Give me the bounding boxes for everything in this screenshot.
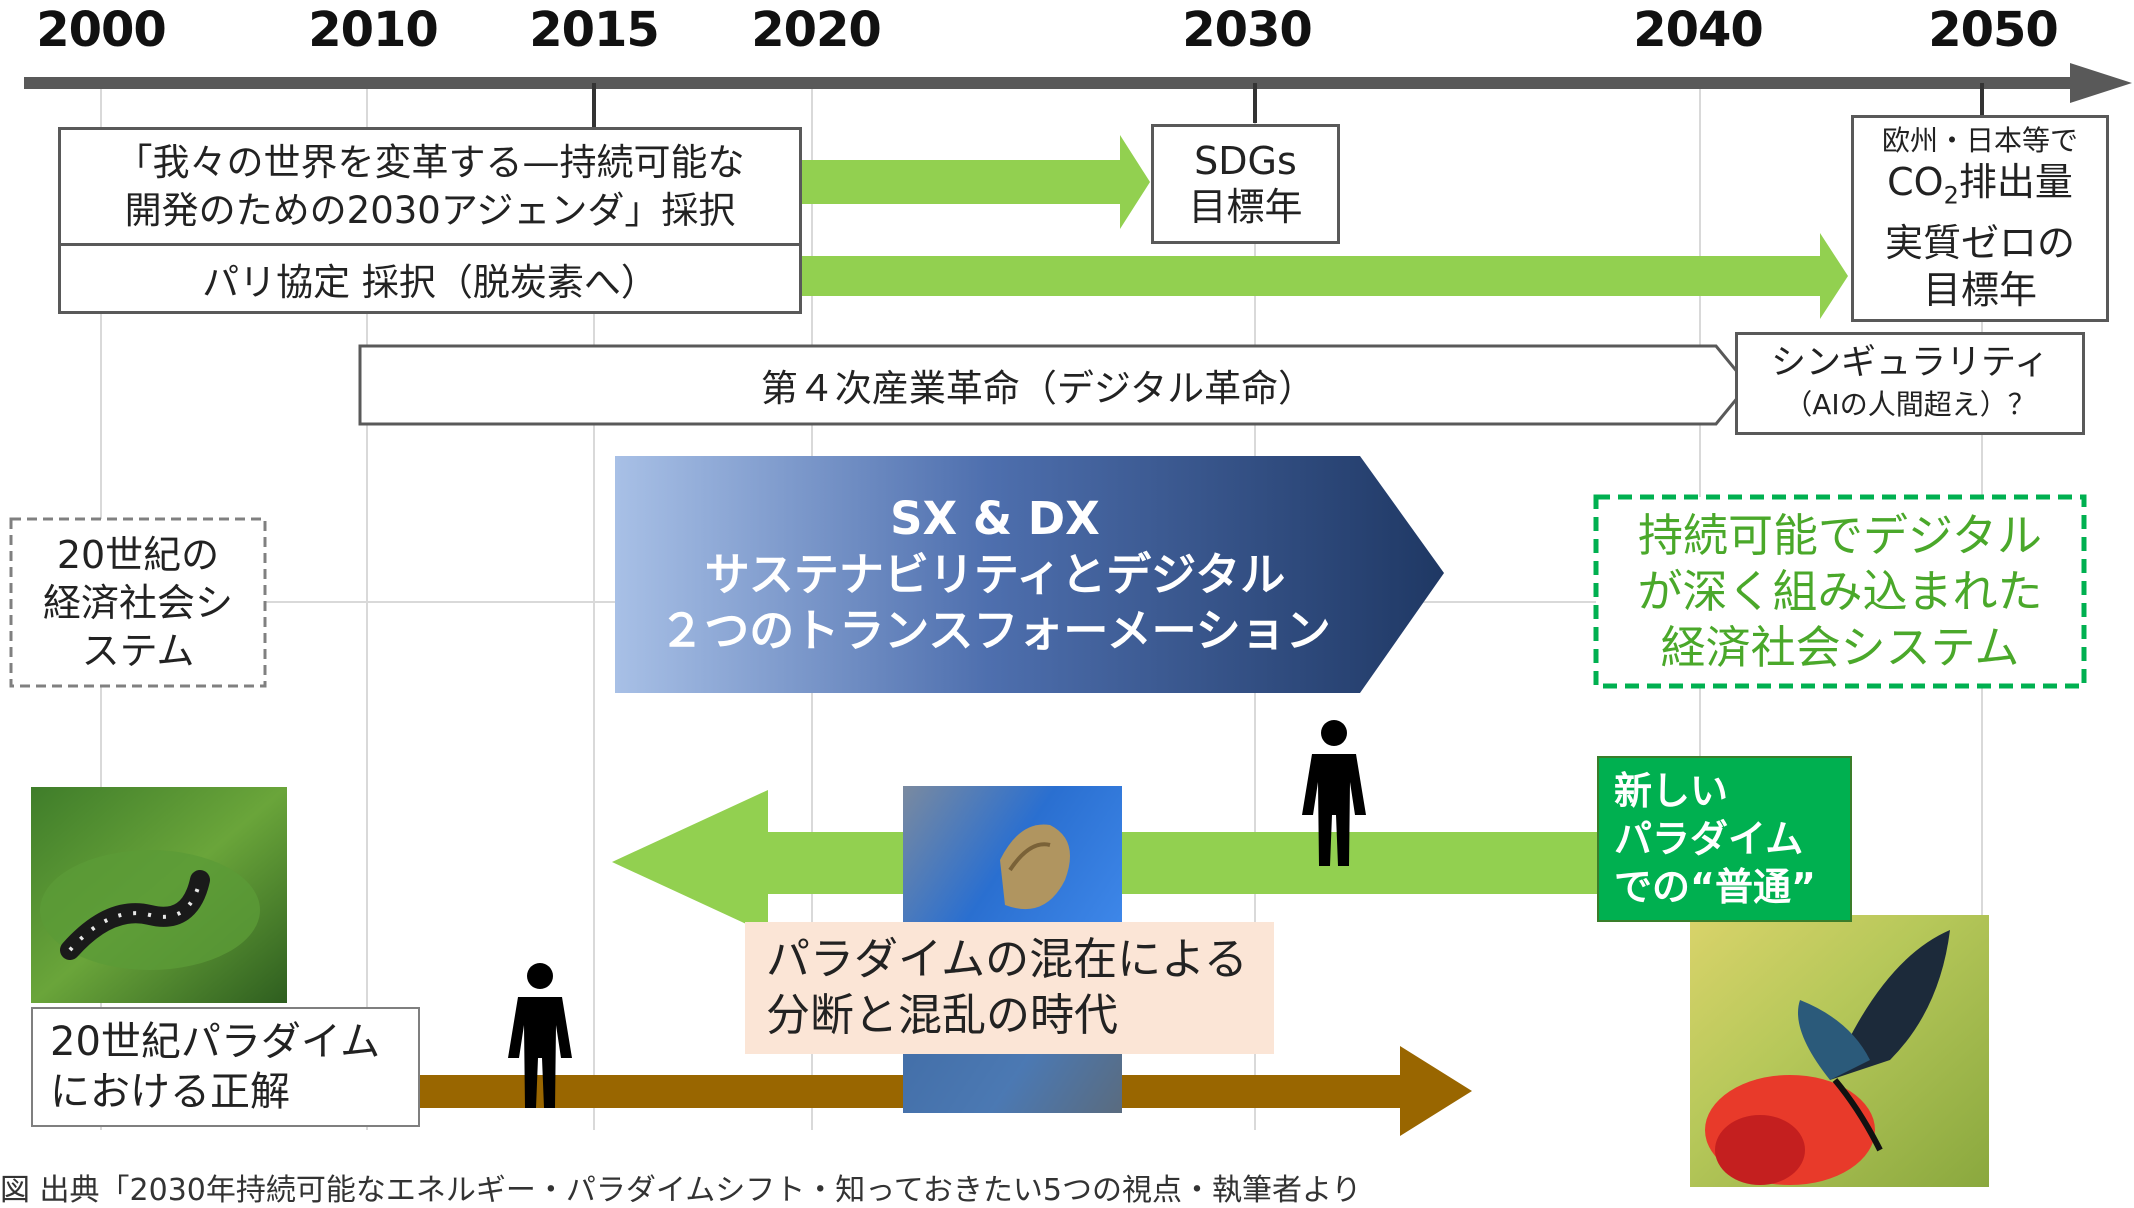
new-system-line2: が深く組み込まれた: [1637, 564, 2043, 618]
singularity-line2: （AIの人間超え）？: [1784, 387, 2036, 421]
mixed-paradigm-line1: パラダイムの混在による: [766, 934, 1248, 985]
co2-emissions-text: 排出量: [1958, 160, 2073, 205]
co2-target-label: 欧州・日本等で CO2排出量 実質ゼロの 目標年: [1851, 115, 2109, 322]
timeline-axis: [24, 63, 2132, 127]
year-label-2000: 2000: [36, 2, 167, 58]
sxdx-line2: サステナビリティとデジタル: [704, 547, 1286, 601]
butterfly-photo: [1690, 915, 1989, 1187]
old-paradigm-line1: 20世紀パラダイム: [50, 1019, 381, 1065]
person-icon-2030: [1302, 720, 1366, 866]
sxdx-line1: SX & DX: [890, 491, 1100, 545]
new-paradigm-line3: での“普通”: [1614, 865, 1816, 909]
sdgs-target-label: SDGs 目標年: [1151, 124, 1340, 244]
year-label-2030: 2030: [1182, 2, 1313, 58]
new-paradigm-line1: 新しい: [1614, 769, 1729, 813]
mixed-paradigm-line2: 分断と混乱の時代: [766, 990, 1118, 1041]
new-system-dashed-box: [1593, 494, 2087, 689]
old-system-line2: 経済社会シ: [42, 580, 233, 625]
new-paradigm-box: [1597, 756, 1852, 922]
co2-target-line4: 目標年: [1922, 267, 2037, 312]
co2-target-line1: 欧州・日本等で: [1881, 124, 2078, 158]
new-system-label: 持続可能でデジタル が深く組み込まれた 経済社会システム: [1596, 497, 2084, 686]
singularity-box: [1735, 332, 2085, 435]
co2-target-line3: 実質ゼロの: [1884, 220, 2075, 265]
sxdx-chevron-shape: [615, 456, 1444, 693]
agenda-arrows: [802, 135, 1848, 319]
arrow-to-sdgs: [802, 135, 1150, 229]
singularity-line1: シンギュラリティ: [1771, 342, 2049, 383]
person-icon-2015: [508, 963, 572, 1108]
sdgs-adoption-line1: 「我々の世界を変革する—持続可能な: [115, 140, 745, 184]
sdgs-target-box: [1151, 124, 1340, 244]
sdgs-adoption-line2: 開発のための2030アジェンダ」採択: [124, 188, 736, 232]
new-system-line1: 持続可能でデジタル: [1637, 508, 2043, 562]
co2-text: CO: [1887, 160, 1944, 205]
singularity-label: シンギュラリティ （AIの人間超え）？: [1735, 332, 2085, 435]
new-system-line3: 経済社会システム: [1660, 620, 2020, 674]
old-system-line1: 20世紀の: [56, 532, 220, 577]
co2-target-box: [1851, 115, 2109, 322]
year-label-2040: 2040: [1633, 2, 1764, 58]
arrow-to-co2-target: [802, 233, 1848, 319]
year-label-2010: 2010: [308, 2, 439, 58]
paris-agreement-label: パリ協定 採択（脱炭素へ）: [202, 260, 658, 304]
sxdx-line3: ２つのトランスフォーメーション: [659, 603, 1331, 657]
sxdx-label: SX & DX サステナビリティとデジタル ２つのトランスフォーメーション: [615, 456, 1375, 693]
sdgs-adoption-box: [58, 127, 802, 246]
sdgs-adoption-label: 「我々の世界を変革する—持続可能な 開発のための2030アジェンダ」採択: [58, 127, 802, 246]
old-system-dashed-box: [9, 517, 267, 688]
old-paradigm-label: 20世紀パラダイム における正解: [50, 1007, 420, 1127]
mixed-paradigm-box: [745, 922, 1274, 1054]
co2-subscript: 2: [1943, 181, 1959, 210]
year-label-2020: 2020: [751, 2, 882, 58]
industry4-label: 第４次産業革命（デジタル革命）: [760, 367, 1316, 410]
sdgs-target-line1: SDGs: [1194, 139, 1297, 183]
old-system-line3: ステム: [81, 628, 195, 673]
sdgs-target-line2: 目標年: [1188, 185, 1303, 229]
co2-target-line2: CO2排出量: [1887, 159, 2073, 220]
mixed-paradigm-label: パラダイムの混在による 分断と混乱の時代: [766, 922, 1266, 1054]
source-footnote: 図 出典「2030年持続可能なエネルギー・パラダイムシフト・知っておきたい5つの…: [0, 1173, 1362, 1208]
new-paradigm-label: 新しい パラダイム での“普通”: [1614, 756, 1849, 922]
industry4-arrow-shape: [358, 344, 1750, 426]
paris-agreement-box: [58, 243, 802, 314]
old-paradigm-box: [31, 1007, 420, 1127]
old-paradigm-line2: における正解: [50, 1069, 290, 1115]
caterpillar-photo: [31, 787, 287, 1003]
year-label-2015: 2015: [529, 2, 660, 58]
old-system-label: 20世紀の 経済社会シ ステム: [11, 519, 265, 686]
new-paradigm-line2: パラダイム: [1614, 817, 1804, 861]
year-label-2050: 2050: [1928, 2, 2059, 58]
